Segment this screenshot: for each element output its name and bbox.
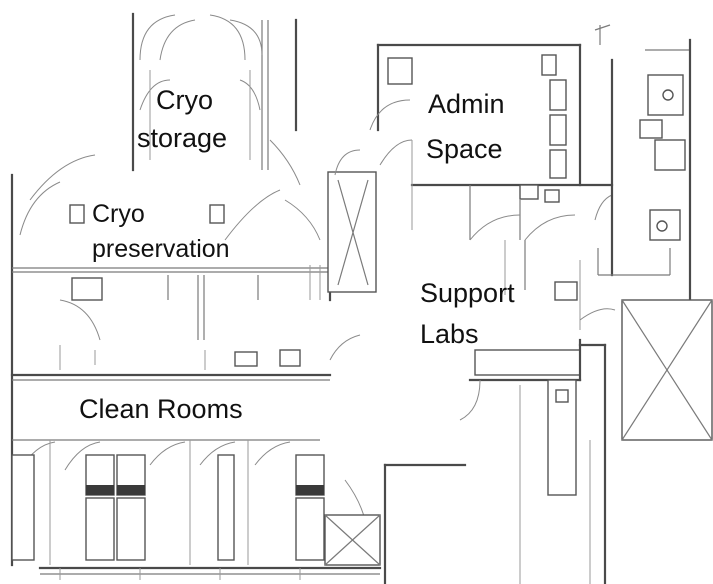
admin-space-area xyxy=(369,24,614,230)
support-labs-area xyxy=(468,185,616,382)
cryo-preservation-label-1: Cryo xyxy=(92,200,145,228)
cryo-storage-label-2: storage xyxy=(137,123,227,153)
clean-rooms-area xyxy=(11,439,382,580)
admin-space-label-2: Space xyxy=(426,134,503,164)
support-labs-label-1: Support xyxy=(420,278,515,308)
cryo-storage-label-1: Cryo xyxy=(156,85,213,115)
shaft-bottom xyxy=(324,514,381,566)
stair-void xyxy=(578,299,713,584)
elevator-shaft xyxy=(309,149,377,300)
right-corridor xyxy=(597,38,692,302)
admin-space-label-1: Admin xyxy=(428,89,505,119)
lower-corridor xyxy=(344,379,591,584)
cryo-storage-area xyxy=(131,12,301,186)
support-labs-label-2: Labs xyxy=(420,319,479,349)
middle-band xyxy=(10,275,361,381)
cryo-preservation-label-2: preservation xyxy=(92,235,230,263)
clean-rooms-label: Clean Rooms xyxy=(79,394,243,424)
